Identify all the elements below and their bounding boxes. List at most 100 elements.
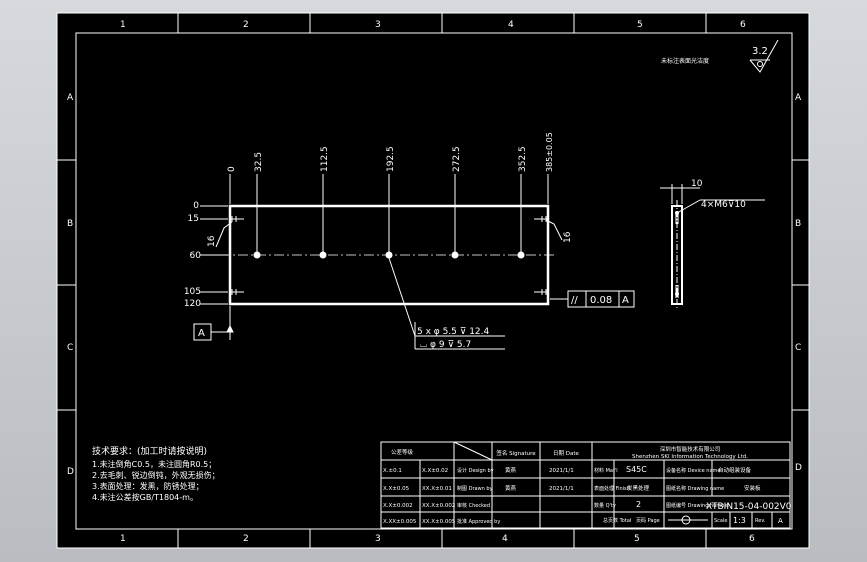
hole-row [253, 251, 525, 259]
tb-signer-2: 黄燕 [505, 484, 517, 492]
notes-line-4: 4.未注公差按GB/T1804-m。 [92, 492, 198, 502]
tb-role-checked: 审核 Checked [457, 502, 490, 509]
dim-top-32-5: 32.5 [254, 152, 264, 172]
tb-qty-label: 数量 Q'ty [594, 502, 616, 509]
dim-top-272-5: 272.5 [452, 146, 462, 172]
left-ordinate-labels: 0 15 60 105 120 [184, 201, 201, 309]
dim-top-352-5: 352.5 [518, 146, 528, 172]
tb-rev: A [778, 517, 783, 525]
left-ordinate-lines [200, 205, 228, 305]
title-block-text: 公差等级 X.±0.1 X.X±0.02 X.X±0.05 XX.X±0.01 … [383, 445, 792, 525]
tb-role-approved: 批准 Approved by [457, 518, 500, 525]
zone-number-top-3: 3 [375, 20, 381, 30]
tb-signature-header: 签名 Signature [496, 449, 536, 457]
tb-device-name: 自动组装设备 [718, 466, 752, 474]
tb-tol-4b: XX.X±0.005 [422, 519, 456, 525]
notes-line-2: 2.去毛刺、锐边倒钝，外观无损伤； [92, 470, 220, 480]
zone-number-bottom-4: 4 [502, 534, 508, 544]
tb-rev-label: Rev. [755, 518, 766, 524]
zone-ticks [57, 13, 809, 548]
zone-letter-right-a: A [795, 93, 802, 103]
tb-signer-1: 黄燕 [505, 466, 517, 474]
datum-a-marker [193, 306, 234, 341]
note-default-roughness: 未标注表面光洁度 [661, 57, 709, 65]
datum-a-label: A [198, 328, 205, 339]
tb-total-label: 总页数 Total [603, 517, 631, 524]
leader-16-right [545, 219, 563, 241]
tb-drawing-number: XTBIN15-04-002V0 [706, 502, 792, 512]
hole-3 [385, 251, 393, 259]
dim-top-385: 385±0.05 [545, 132, 554, 172]
title-block-grid [380, 441, 791, 529]
dim-left-120: 120 [184, 299, 201, 309]
side-hole-bottom [675, 292, 679, 296]
tb-drawing-name-label: 图纸名称 Drawing name [666, 485, 724, 492]
tb-device-name-label: 设备名称 Device name [666, 467, 720, 474]
hole-callout-line2: ⌴ φ 9 ⊽ 5.7 [420, 340, 471, 350]
parallelism-frame [550, 290, 635, 308]
tb-tol-1b: X.X±0.02 [422, 468, 448, 474]
hole-4 [451, 251, 459, 259]
tb-page-label: 页码 Page [636, 517, 660, 524]
top-ordinate-labels: 0 32.5 112.5 192.5 272.5 352.5 385±0.05 [227, 132, 554, 172]
tb-tol-header: 公差等级 [391, 448, 414, 456]
hole-callout-line1: 5 x φ 5.5 ⊽ 12.4 [417, 327, 490, 337]
dim-16-right: 16 [563, 231, 573, 243]
dim-top-192-5: 192.5 [386, 146, 396, 172]
notes-line-3: 3.表面处理：发黑，防锈处理； [92, 481, 204, 491]
zone-letter-left-c: C [67, 343, 73, 353]
tb-scale: 1:3 [733, 516, 746, 525]
parallelism-symbol: // [571, 295, 578, 306]
tb-scale-label: Scale [714, 518, 727, 524]
parallelism-datum: A [622, 295, 629, 306]
tb-tol-2a: X.X±0.05 [383, 486, 410, 492]
zone-number-bottom-5: 5 [634, 534, 640, 544]
tb-role-design: 设计 Design by [457, 467, 494, 474]
tb-finish-label: 表面处理 Finish [594, 485, 630, 492]
dim-left-105: 105 [184, 287, 201, 297]
tb-date-2: 2021/1/1 [549, 486, 574, 492]
tb-date-header: 日期 Date [553, 450, 580, 457]
sheet-border-inner [75, 32, 793, 530]
zone-number-top-6: 6 [740, 20, 746, 30]
zone-number-top-4: 4 [508, 20, 514, 30]
hole-2 [319, 251, 327, 259]
dim-16-left: 16 [207, 235, 217, 247]
tb-drawing-name: 安装板 [744, 484, 761, 492]
zone-number-bottom-1: 1 [120, 534, 126, 544]
tb-material: S45C [626, 465, 647, 474]
tb-tol-3b: XX.X±0.002 [422, 503, 455, 509]
tb-role-drawn: 制图 Drawn by [457, 485, 493, 492]
dim-top-0: 0 [227, 166, 237, 172]
zone-letter-left-d: D [67, 467, 74, 477]
tb-drawing-number-label: 图纸编号 Drawing number [666, 502, 730, 509]
zone-number-top-5: 5 [637, 20, 643, 30]
notes-title: 技术要求：(加工时请按说明) [92, 445, 207, 457]
dim-left-60: 60 [190, 251, 202, 261]
tb-finish: 发黑处理 [627, 484, 650, 492]
zone-number-bottom-3: 3 [375, 534, 381, 544]
tb-company-en: Shenzhen SKI Information Technology Ltd. [632, 454, 748, 460]
side-width-dim: 10 [691, 179, 703, 189]
side-hole-top [675, 211, 679, 215]
hole-1 [253, 251, 261, 259]
parallelism-value: 0.08 [590, 295, 612, 306]
zone-letter-right-b: B [795, 219, 801, 229]
zone-number-bottom-2: 2 [243, 534, 249, 544]
zone-number-bottom-6: 6 [749, 534, 755, 544]
leader-16-left [215, 221, 233, 248]
tb-tol-1a: X.±0.1 [383, 468, 402, 474]
projection-symbol-icon [668, 515, 708, 525]
tb-tol-4a: X.XX±0.005 [383, 519, 417, 525]
tb-tol-3a: X.X±0.002 [383, 503, 413, 509]
zone-letter-left-b: B [67, 219, 73, 229]
dim-left-0: 0 [193, 201, 199, 211]
tb-tol-2b: XX.X±0.01 [422, 486, 452, 492]
roughness-symbol-icon [749, 39, 779, 73]
hole-callout-leader [388, 257, 505, 350]
hole-5 [517, 251, 525, 259]
zone-number-top-1: 1 [120, 20, 126, 30]
sheet-border-outer [56, 12, 810, 549]
